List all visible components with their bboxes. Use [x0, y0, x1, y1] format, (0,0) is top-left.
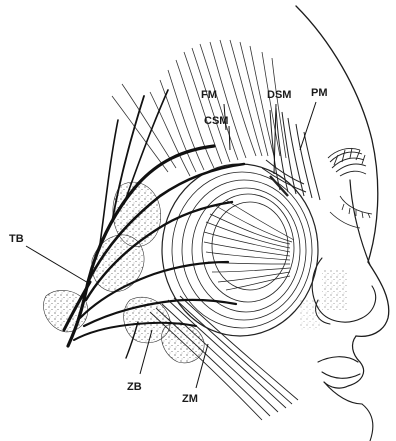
frontalis-muscle-fibers	[112, 40, 286, 176]
palpebral-fibers	[204, 200, 294, 290]
eyelid-lashes	[330, 196, 372, 228]
label-zb: ZB	[127, 381, 142, 393]
label-tb: TB	[9, 233, 24, 245]
label-csm: CSM	[204, 115, 228, 127]
label-pm: PM	[311, 87, 328, 99]
mouth	[318, 357, 360, 379]
eyebrow-hair	[328, 148, 366, 176]
stippled-tissue	[43, 182, 204, 363]
face-outline	[296, 6, 389, 441]
label-zm: ZM	[182, 393, 198, 405]
label-dsm: DSM	[267, 89, 291, 101]
nose	[300, 180, 376, 330]
label-fm: FM	[201, 89, 217, 101]
